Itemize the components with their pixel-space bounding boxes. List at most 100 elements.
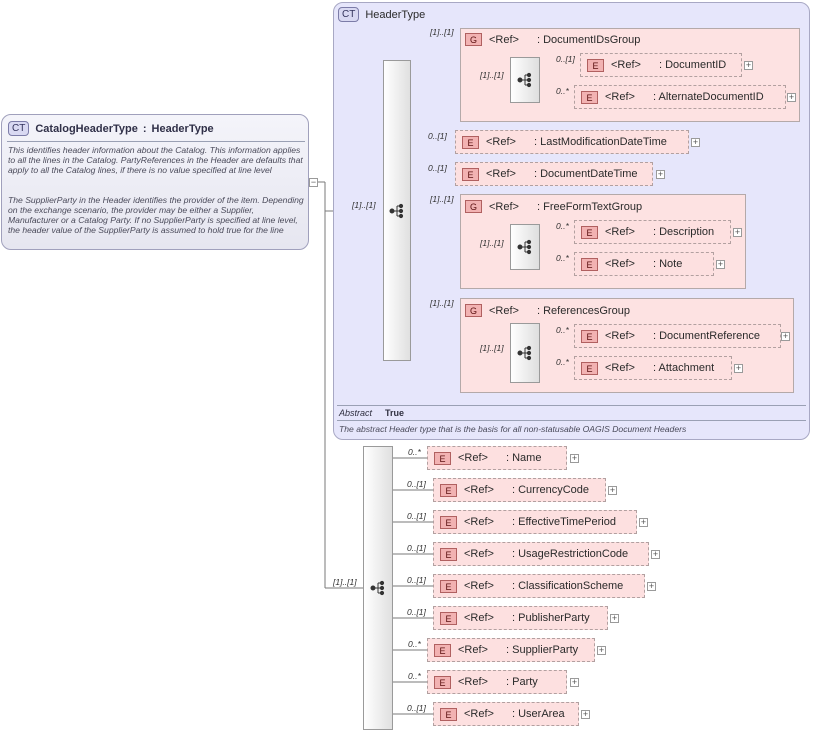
expand-icon[interactable]: + xyxy=(787,92,796,102)
ref-label: <Ref> xyxy=(458,676,488,688)
expand-icon[interactable]: + xyxy=(581,709,590,719)
element-document-date-time[interactable]: E <Ref> : DocumentDateTime xyxy=(455,162,653,186)
complex-type-icon: CT xyxy=(338,7,360,22)
element-icon: E xyxy=(440,707,457,721)
element-alternate-document-id[interactable]: E <Ref> : AlternateDocumentID xyxy=(574,85,786,109)
element-name: : UsageRestrictionCode xyxy=(512,548,629,560)
expand-icon[interactable]: + xyxy=(744,60,753,70)
element-name: : EffectiveTimePeriod xyxy=(512,516,616,528)
element-publisher-party[interactable]: E <Ref> : PublisherParty xyxy=(433,606,608,630)
element-currency-code[interactable]: E <Ref> : CurrencyCode xyxy=(433,478,606,502)
element-icon: E xyxy=(462,135,479,149)
ref-label: <Ref> xyxy=(464,548,494,560)
element-document-id[interactable]: E <Ref> : DocumentID xyxy=(580,53,742,77)
expand-icon[interactable]: + xyxy=(647,581,656,591)
expand-icon[interactable]: + xyxy=(781,331,790,341)
element-multiplicity: 0..* xyxy=(408,447,421,457)
sequence-icon xyxy=(517,72,532,88)
expand-icon[interactable]: + xyxy=(691,137,700,147)
header-type-title: CT HeaderType xyxy=(338,7,425,22)
element-multiplicity: 0..* xyxy=(556,253,569,263)
element-last-modification-date-time[interactable]: E <Ref> : LastModificationDateTime xyxy=(455,130,689,154)
expand-icon[interactable]: + xyxy=(716,259,725,269)
element-icon: E xyxy=(440,547,457,561)
element-icon: E xyxy=(581,225,598,239)
element-icon: E xyxy=(440,611,457,625)
group-free-form-text-header: G <Ref> : FreeFormTextGroup xyxy=(460,200,642,213)
group-icon: G xyxy=(465,200,482,213)
element-icon: E xyxy=(434,643,451,657)
ref-label: <Ref> xyxy=(605,362,635,374)
expand-icon[interactable]: + xyxy=(734,363,743,373)
element-icon: E xyxy=(581,361,598,375)
expand-icon[interactable]: + xyxy=(651,549,660,559)
sequence-icon xyxy=(517,239,532,255)
abstract-label: Abstract xyxy=(339,408,373,418)
ref-label: <Ref> xyxy=(464,484,494,496)
complex-type-icon: CT xyxy=(8,121,30,136)
abstract-value: True xyxy=(385,408,405,418)
ref-label: <Ref> xyxy=(464,612,494,624)
group-icon: G xyxy=(465,33,482,46)
element-icon: E xyxy=(581,90,598,104)
element-name: : SupplierParty xyxy=(506,644,579,656)
ref-label: <Ref> xyxy=(605,258,635,270)
sequence-multiplicity: [1]..[1] xyxy=(480,70,504,80)
group-icon: G xyxy=(465,304,482,317)
collapse-icon[interactable]: − xyxy=(309,177,318,187)
abstract-divider xyxy=(337,405,806,406)
expand-icon[interactable]: + xyxy=(656,169,665,179)
element-multiplicity: 0..[1] xyxy=(428,163,447,173)
element-multiplicity: 0..* xyxy=(408,671,421,681)
element-icon: E xyxy=(440,579,457,593)
element-attachment[interactable]: E <Ref> : Attachment xyxy=(574,356,732,380)
ref-label: <Ref> xyxy=(489,200,519,213)
group-document-ids-header: G <Ref> : DocumentIDsGroup xyxy=(460,33,640,46)
sequence-icon xyxy=(389,203,404,219)
header-sequence-multiplicity: [1]..[1] xyxy=(352,200,376,210)
element-icon: E xyxy=(434,675,451,689)
element-usage-restriction-code[interactable]: E <Ref> : UsageRestrictionCode xyxy=(433,542,649,566)
element-name: : PublisherParty xyxy=(512,612,590,624)
expand-icon[interactable]: + xyxy=(608,485,617,495)
expand-icon[interactable]: + xyxy=(639,517,648,527)
element-multiplicity: 0..* xyxy=(556,325,569,335)
sequence-multiplicity: [1]..[1] xyxy=(480,343,504,353)
ref-label: <Ref> xyxy=(486,168,516,180)
element-note[interactable]: E <Ref> : Note xyxy=(574,252,714,276)
expand-icon[interactable]: + xyxy=(570,677,579,687)
title-divider xyxy=(7,141,305,142)
ref-label: <Ref> xyxy=(464,708,494,720)
element-icon: E xyxy=(581,329,598,343)
element-name: : DocumentDateTime xyxy=(534,168,638,180)
expand-icon[interactable]: + xyxy=(733,227,742,237)
group-multiplicity: [1]..[1] xyxy=(430,27,454,37)
element-name: : UserArea xyxy=(512,708,565,720)
element-multiplicity: 0..[1] xyxy=(407,543,426,553)
element-party[interactable]: E <Ref> : Party xyxy=(427,670,567,694)
ref-label: <Ref> xyxy=(486,136,516,148)
element-supplier-party[interactable]: E <Ref> : SupplierParty xyxy=(427,638,595,662)
expand-icon[interactable]: + xyxy=(570,453,579,463)
element-description[interactable]: E <Ref> : Description xyxy=(574,220,731,244)
catalog-header-base-type: HeaderType xyxy=(151,122,214,135)
element-multiplicity: 0..* xyxy=(556,221,569,231)
catalog-header-type-name: CatalogHeaderType xyxy=(35,122,138,135)
element-name: : Name xyxy=(506,452,542,464)
element-multiplicity: 0..[1] xyxy=(407,607,426,617)
expand-icon[interactable]: + xyxy=(597,645,606,655)
expand-icon[interactable]: + xyxy=(610,613,619,623)
element-effective-time-period[interactable]: E <Ref> : EffectiveTimePeriod xyxy=(433,510,637,534)
element-user-area[interactable]: E <Ref> : UserArea xyxy=(433,702,579,726)
catalog-header-type-box[interactable]: CT CatalogHeaderType : HeaderType This i… xyxy=(1,114,309,250)
element-icon: E xyxy=(587,58,604,72)
extension-sequence-multiplicity: [1]..[1] xyxy=(333,577,357,587)
element-classification-scheme[interactable]: E <Ref> : ClassificationScheme xyxy=(433,574,645,598)
element-name: : Description xyxy=(653,226,715,238)
element-name-ref[interactable]: E <Ref> : Name xyxy=(427,446,567,470)
element-document-reference[interactable]: E <Ref> : DocumentReference xyxy=(574,324,781,348)
element-multiplicity: 0..[1] xyxy=(407,575,426,585)
element-multiplicity: 0..[1] xyxy=(407,479,426,489)
element-multiplicity: 0..* xyxy=(556,86,569,96)
group-references-header: G <Ref> : ReferencesGroup xyxy=(460,304,630,317)
